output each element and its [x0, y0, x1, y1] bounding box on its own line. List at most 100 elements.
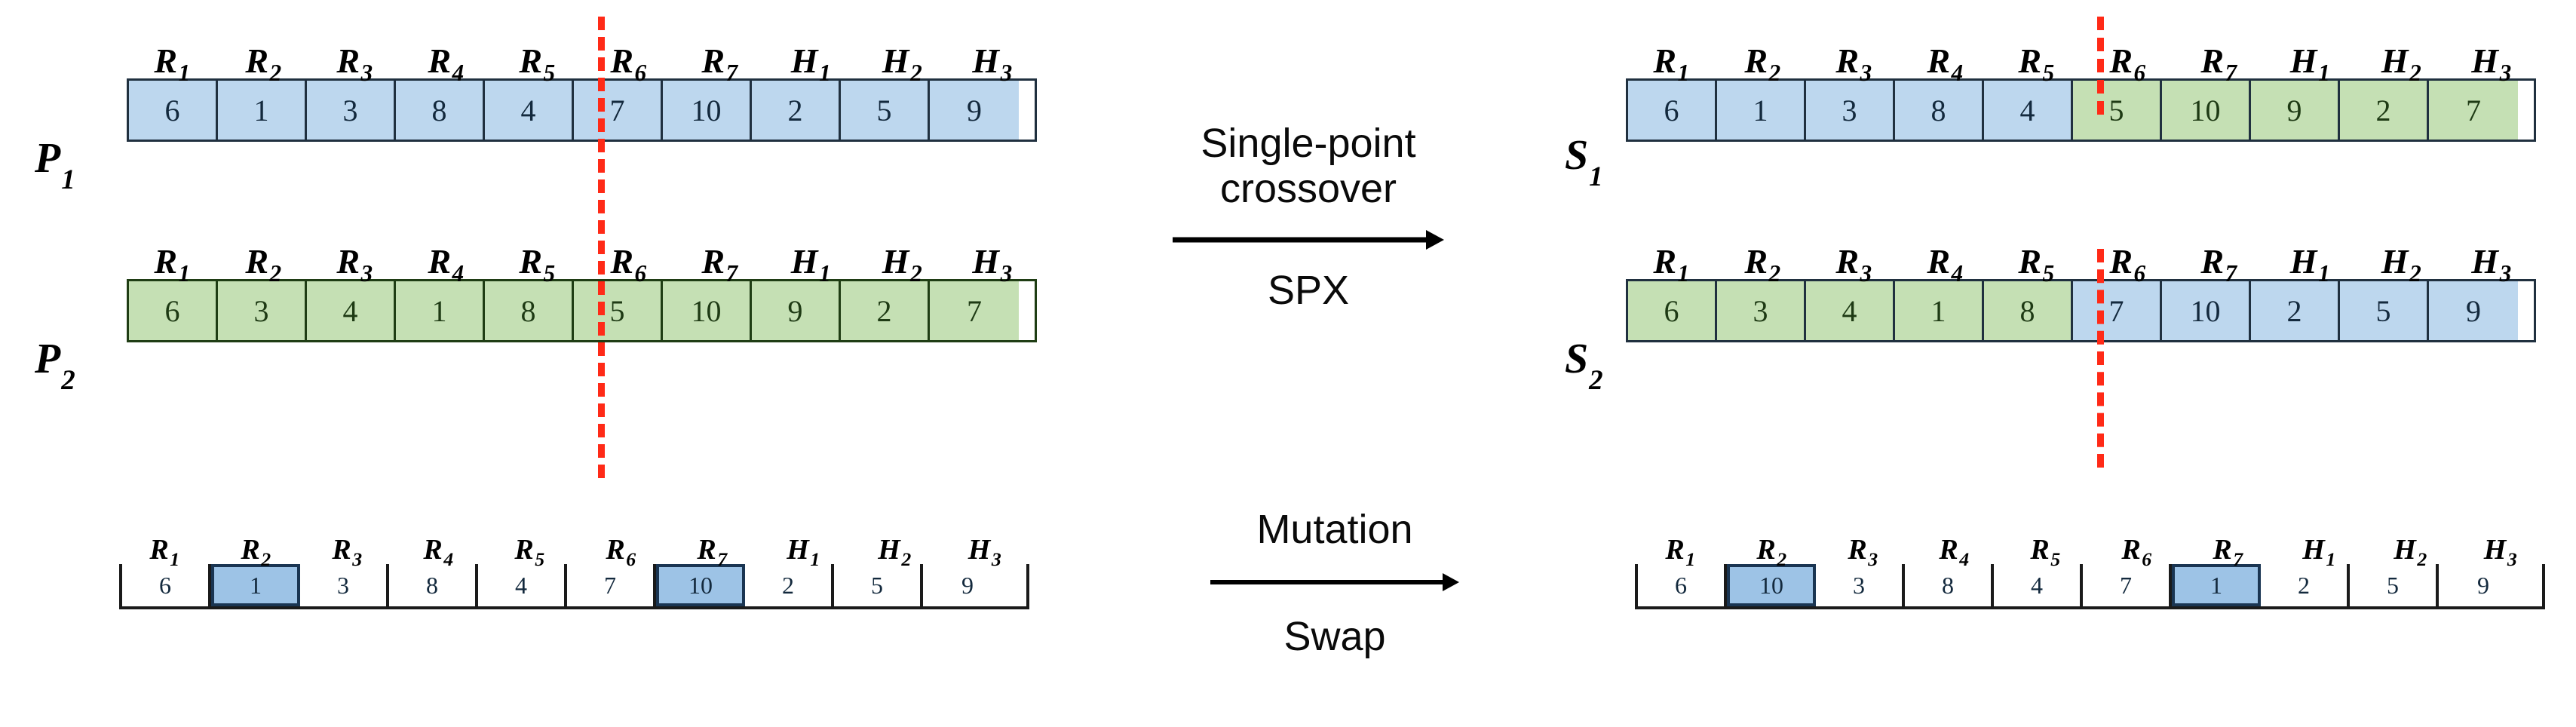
gene-cell[interactable]: 3	[1806, 81, 1895, 140]
gene-cell[interactable]: 9	[2251, 81, 2340, 140]
gene-cell[interactable]: 6	[129, 81, 218, 140]
gene-cell[interactable]: 8	[389, 564, 478, 606]
gene-cell[interactable]: 7	[930, 281, 1019, 340]
gene-cell[interactable]: 2	[745, 564, 834, 606]
gene-cell[interactable]: 1	[1717, 81, 1806, 140]
gene-cell[interactable]: 5	[834, 564, 923, 606]
gene-cell[interactable]: 1	[211, 564, 300, 606]
gene-cell[interactable]: 10	[1727, 564, 1816, 606]
gene-cell[interactable]: 10	[2162, 281, 2251, 340]
crossover-cut-line-parents	[598, 17, 605, 478]
gene-cell[interactable]: 7	[567, 564, 656, 606]
gene-cell[interactable]: 7	[2083, 564, 2172, 606]
gene-cell[interactable]: 2	[2340, 81, 2429, 140]
mutation-operator-bottom-label: Swap	[1283, 614, 1386, 660]
gene-cell[interactable]: 4	[1994, 564, 2083, 606]
parent2-label-sub: 2	[61, 364, 75, 395]
gene-cell[interactable]: 8	[1905, 564, 1994, 606]
gene-cell[interactable]: 9	[2429, 281, 2518, 340]
gene-cell[interactable]: 4	[485, 81, 574, 140]
gene-cell[interactable]: 3	[1717, 281, 1806, 340]
mutation-arrow-icon	[1210, 572, 1459, 593]
gene-cell[interactable]: 6	[122, 564, 211, 606]
offspring2-label-base: S	[1565, 336, 1589, 382]
gene-cell[interactable]: 4	[307, 281, 396, 340]
gene-cell[interactable]: 1	[1895, 281, 1984, 340]
gene-cell[interactable]: 8	[1984, 281, 2073, 340]
gene-cell[interactable]: 8	[1895, 81, 1984, 140]
parent2-row-label: P2	[35, 338, 75, 394]
gene-cell[interactable]: 6	[129, 281, 218, 340]
gene-cell[interactable]: 2	[2251, 281, 2340, 340]
gene-cell[interactable]: 10	[656, 564, 745, 606]
gene-cell[interactable]: 1	[396, 281, 485, 340]
parent1-label-sub: 1	[61, 163, 75, 195]
gene-cell[interactable]: 5	[841, 81, 930, 140]
gene-cell[interactable]: 8	[396, 81, 485, 140]
gene-cell[interactable]: 5	[2340, 281, 2429, 340]
gene-cell[interactable]: 2	[2261, 564, 2350, 606]
gene-cell[interactable]: 5	[574, 281, 663, 340]
mutation-operator: Mutation Swap	[1188, 507, 1482, 660]
gene-cell[interactable]: 2	[841, 281, 930, 340]
gene-cell[interactable]: 5	[2350, 564, 2439, 606]
gene-cell[interactable]: 4	[478, 564, 567, 606]
gene-cell[interactable]: 9	[2439, 564, 2528, 606]
gene-cell[interactable]: 5	[2073, 81, 2162, 140]
gene-cell[interactable]: 3	[1816, 564, 1905, 606]
gene-cell[interactable]: 4	[1806, 281, 1895, 340]
gene-cell[interactable]: 7	[574, 81, 663, 140]
gene-cell[interactable]: 4	[1984, 81, 2073, 140]
gene-cell[interactable]: 10	[663, 281, 752, 340]
gene-cell[interactable]: 6	[1628, 281, 1717, 340]
gene-cell[interactable]: 9	[752, 281, 841, 340]
gene-cell[interactable]: 10	[2162, 81, 2251, 140]
gene-cell[interactable]: 3	[300, 564, 389, 606]
gene-cell[interactable]: 6	[1628, 81, 1717, 140]
gene-cell[interactable]: 9	[923, 564, 1012, 606]
gene-cell[interactable]: 8	[485, 281, 574, 340]
offspring2-row-label: S2	[1565, 336, 1603, 394]
gene-cell[interactable]: 1	[2172, 564, 2261, 606]
gene-cell[interactable]: 3	[218, 281, 307, 340]
gene-cell[interactable]: 6	[1638, 564, 1727, 606]
gene-cell[interactable]: 9	[930, 81, 1019, 140]
gene-cell[interactable]: 7	[2073, 281, 2162, 340]
gene-cell[interactable]: 1	[218, 81, 307, 140]
gene-cell[interactable]: 2	[752, 81, 841, 140]
gene-cell[interactable]: 3	[307, 81, 396, 140]
gene-cell[interactable]: 7	[2429, 81, 2518, 140]
gene-cell[interactable]: 10	[663, 81, 752, 140]
crossover-cut-line-offspring1	[2097, 17, 2104, 115]
